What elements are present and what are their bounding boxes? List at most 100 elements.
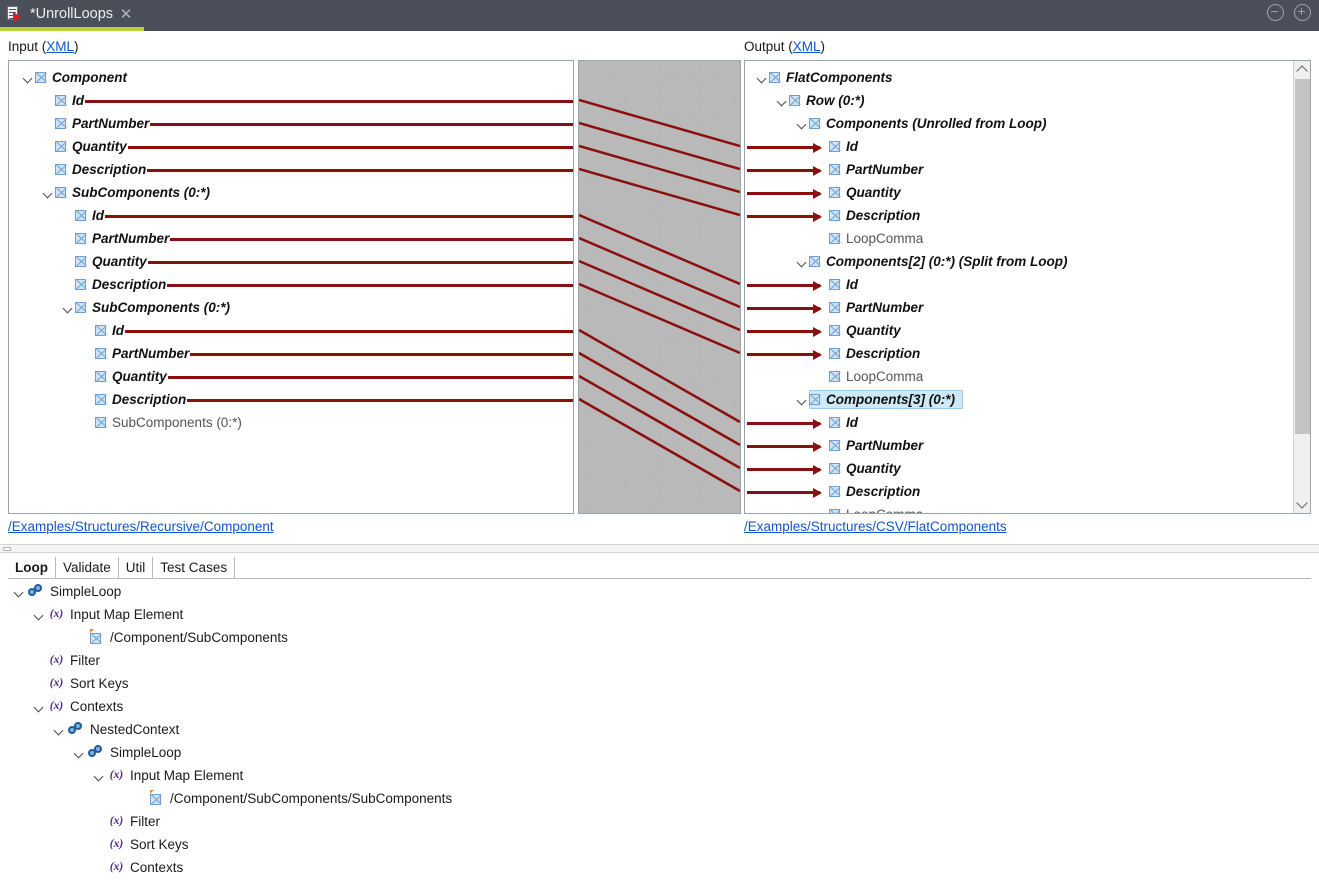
- chevron-down-icon[interactable]: [755, 66, 769, 89]
- input-xml-link[interactable]: XML: [46, 39, 75, 54]
- node-checkbox-icon[interactable]: [829, 348, 840, 359]
- scrollbar-thumb[interactable]: [1295, 79, 1310, 434]
- node-checkbox-icon[interactable]: [829, 509, 840, 513]
- input-tree-row[interactable]: Description: [61, 273, 166, 296]
- output-xml-link[interactable]: XML: [792, 39, 821, 54]
- editor-tab-unrollloops[interactable]: *UnrollLoops ✕: [0, 0, 144, 31]
- output-tree-row[interactable]: Components[2] (0:*) (Split from Loop): [795, 250, 1067, 273]
- node-checkbox-icon[interactable]: [55, 141, 66, 152]
- output-tree-row[interactable]: Quantity: [815, 319, 901, 342]
- input-tree-row[interactable]: SubComponents (0:*): [41, 181, 210, 204]
- chevron-down-icon[interactable]: [72, 741, 88, 764]
- node-checkbox-icon[interactable]: [829, 325, 840, 336]
- tab-test-cases[interactable]: Test Cases: [153, 557, 236, 578]
- loop-tree-row[interactable]: (x)Input Map Element: [32, 603, 184, 626]
- input-tree-row[interactable]: Description: [41, 158, 146, 181]
- output-path-link[interactable]: /Examples/Structures/CSV/FlatComponents: [744, 519, 1007, 534]
- chevron-down-icon[interactable]: [795, 388, 809, 411]
- node-checkbox-icon[interactable]: [829, 164, 840, 175]
- node-checkbox-icon[interactable]: [829, 440, 840, 451]
- node-checkbox-icon[interactable]: [75, 233, 86, 244]
- output-tree-row[interactable]: PartNumber: [815, 158, 923, 181]
- node-checkbox-icon[interactable]: [809, 118, 820, 129]
- output-tree-row[interactable]: PartNumber: [815, 296, 923, 319]
- tab-util[interactable]: Util: [119, 557, 154, 578]
- panel-splitter[interactable]: [0, 544, 1319, 553]
- output-tree-row[interactable]: Components (Unrolled from Loop): [795, 112, 1046, 135]
- output-tree-row[interactable]: Id: [815, 411, 858, 434]
- node-checkbox-icon[interactable]: [95, 371, 106, 382]
- chevron-down-icon[interactable]: [52, 718, 68, 741]
- chevron-up-icon[interactable]: [1294, 61, 1310, 78]
- maximize-circle-icon[interactable]: [1294, 4, 1311, 21]
- output-tree-row[interactable]: Description: [815, 204, 920, 227]
- chevron-down-icon[interactable]: [32, 695, 48, 718]
- minimize-circle-icon[interactable]: [1267, 4, 1284, 21]
- input-tree-row[interactable]: Id: [61, 204, 104, 227]
- node-checkbox-icon[interactable]: [829, 463, 840, 474]
- output-tree-row[interactable]: Id: [815, 273, 858, 296]
- chevron-down-icon[interactable]: [795, 250, 809, 273]
- loop-tree-row[interactable]: (x)Sort Keys: [32, 672, 129, 695]
- loop-tree-row[interactable]: (x)Contexts: [32, 695, 124, 718]
- output-tree-row[interactable]: LoopComma: [815, 227, 923, 250]
- loop-tree-row[interactable]: NestedContext: [52, 718, 179, 741]
- loop-tree-row[interactable]: SimpleLoop: [72, 741, 181, 764]
- input-tree-row[interactable]: Id: [81, 319, 124, 342]
- chevron-down-icon[interactable]: [41, 181, 55, 204]
- chevron-down-icon[interactable]: [1294, 496, 1310, 513]
- output-tree-row[interactable]: PartNumber: [815, 434, 923, 457]
- output-tree-row[interactable]: Id: [815, 135, 858, 158]
- input-tree-row[interactable]: PartNumber: [41, 112, 149, 135]
- input-tree-row[interactable]: Quantity: [81, 365, 167, 388]
- node-checkbox-icon[interactable]: [769, 72, 780, 83]
- loop-configuration-tree[interactable]: SimpleLoop(x)Input Map Element/Component…: [0, 580, 1319, 887]
- node-checkbox-icon[interactable]: [35, 72, 46, 83]
- output-tree-row[interactable]: Row (0:*): [775, 89, 865, 112]
- node-checkbox-icon[interactable]: [829, 371, 840, 382]
- node-checkbox-icon[interactable]: [95, 417, 106, 428]
- node-checkbox-icon[interactable]: [55, 95, 66, 106]
- input-tree-row[interactable]: SubComponents (0:*): [61, 296, 230, 319]
- node-checkbox-icon[interactable]: [829, 141, 840, 152]
- node-checkbox-icon[interactable]: [829, 302, 840, 313]
- node-checkbox-icon[interactable]: [829, 210, 840, 221]
- node-checkbox-icon[interactable]: [75, 302, 86, 313]
- node-checkbox-icon[interactable]: [809, 256, 820, 267]
- chevron-down-icon[interactable]: [775, 89, 789, 112]
- loop-tree-row[interactable]: (x)Filter: [32, 649, 100, 672]
- node-checkbox-icon[interactable]: [75, 256, 86, 267]
- input-tree-row[interactable]: SubComponents (0:*): [81, 411, 242, 434]
- output-tree-row[interactable]: LoopComma: [815, 365, 923, 388]
- input-tree-row[interactable]: PartNumber: [61, 227, 169, 250]
- chevron-down-icon[interactable]: [21, 66, 35, 89]
- chevron-down-icon[interactable]: [12, 580, 28, 603]
- loop-tree-row[interactable]: (x)Contexts: [92, 856, 184, 879]
- node-checkbox-icon[interactable]: [55, 118, 66, 129]
- input-path-link[interactable]: /Examples/Structures/Recursive/Component: [8, 519, 274, 534]
- output-tree-row[interactable]: Quantity: [815, 181, 901, 204]
- node-checkbox-icon[interactable]: [95, 348, 106, 359]
- input-tree-row[interactable]: Component: [21, 66, 127, 89]
- input-tree-row[interactable]: PartNumber: [81, 342, 189, 365]
- tab-validate[interactable]: Validate: [56, 557, 119, 578]
- chevron-down-icon[interactable]: [92, 764, 108, 787]
- mapping-canvas[interactable]: [578, 60, 741, 514]
- chevron-down-icon[interactable]: [32, 603, 48, 626]
- node-checkbox-icon[interactable]: [55, 187, 66, 198]
- splitter-grip[interactable]: [3, 547, 11, 551]
- node-checkbox-icon[interactable]: [55, 164, 66, 175]
- chevron-down-icon[interactable]: [795, 112, 809, 135]
- node-checkbox-icon[interactable]: [829, 417, 840, 428]
- output-tree-row[interactable]: Description: [815, 480, 920, 503]
- node-checkbox-icon[interactable]: [75, 210, 86, 221]
- node-checkbox-icon[interactable]: [95, 394, 106, 405]
- output-tree-row[interactable]: Components[3] (0:*): [795, 388, 955, 411]
- node-checkbox-icon[interactable]: [75, 279, 86, 290]
- node-checkbox-icon[interactable]: [809, 394, 820, 405]
- loop-tree-row[interactable]: (x)Sort Keys: [92, 833, 189, 856]
- input-tree-row[interactable]: Id: [41, 89, 84, 112]
